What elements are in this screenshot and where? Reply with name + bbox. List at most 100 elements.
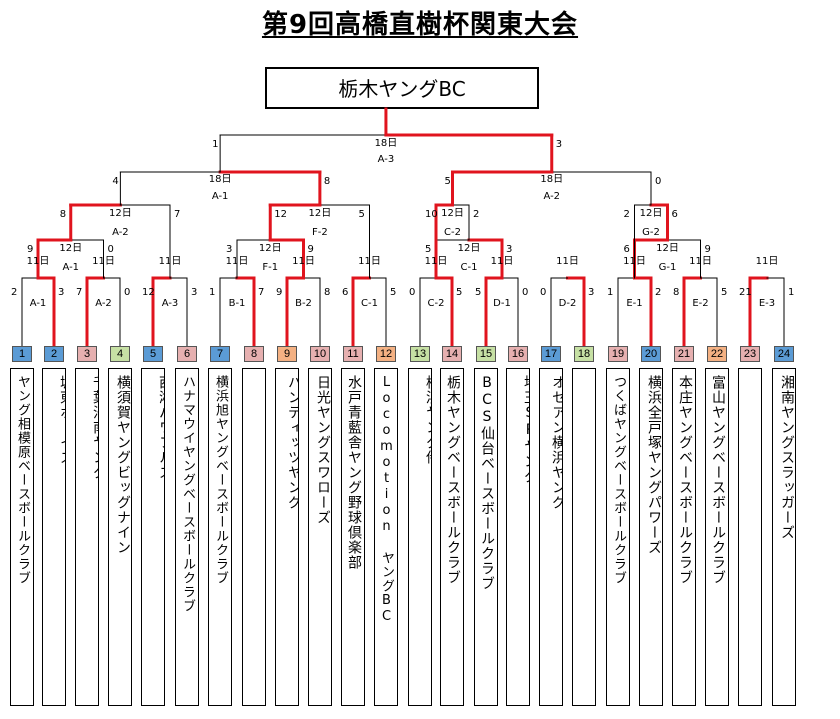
r2-date-1: 12日: [258, 243, 282, 254]
team-box: BCS仙台ベースボールクラブ: [474, 368, 498, 706]
r3-score-r-0: 7: [174, 209, 181, 220]
r2-score-r-2: 3: [506, 244, 513, 255]
r4-score-l-1: 5: [444, 176, 451, 187]
r1-score-l-4: 9: [276, 287, 283, 298]
r1-date-5: 11日: [358, 256, 381, 267]
r2-date-0: 12日: [59, 243, 83, 254]
seed-number: 5: [143, 346, 163, 362]
r4-date-1: 18日: [540, 174, 564, 185]
seed-number: 8: [244, 346, 264, 362]
r3-id-1: F-2: [312, 227, 328, 238]
team-name: 城東ボーイズ: [58, 375, 66, 465]
r1-id-6: C-2: [427, 298, 445, 309]
team-name: 横浜旭ヤングベースボールクラブ: [213, 375, 228, 585]
r2-id-3: G-1: [658, 262, 677, 273]
r1-score-r-4: 8: [324, 287, 331, 298]
team-box: 西湘パワフルズ: [141, 368, 165, 706]
seed-number: 21: [674, 346, 694, 362]
r1-score-r-10: 5: [721, 287, 728, 298]
team-name: 横須賀ヤングビッグナイン: [115, 375, 131, 555]
r1-score-l-6: 0: [409, 287, 416, 298]
seed-number: 20: [641, 346, 661, 362]
seed-number: 12: [376, 346, 396, 362]
r1-score-r-0: 3: [58, 287, 65, 298]
r3-score-l-3: 2: [623, 209, 630, 220]
team-box: 横浜旭ヤングベースボールクラブ: [208, 368, 232, 706]
team-box: 水戸青藍舎ヤング野球倶楽部: [341, 368, 365, 706]
r2-date-3: 12日: [656, 243, 679, 254]
r4-score-r-1: 0: [655, 176, 662, 187]
r2-id-0: A-1: [62, 262, 80, 273]
seed-number: 10: [310, 346, 330, 362]
seed-number: 14: [442, 346, 462, 362]
seed-number: 19: [608, 346, 628, 362]
r1-date-4: 11日: [292, 256, 315, 267]
seed-number: 9: [277, 346, 297, 362]
team-box: 横浜全戸塚ヤングパワーズ: [639, 368, 663, 706]
team-box: 横須賀ヤングビッグナイン: [108, 368, 132, 706]
r3-date-3: 12日: [639, 208, 663, 219]
team-box: 本庄ヤングベースボールクラブ: [672, 368, 696, 706]
r1-score-r-9: 2: [655, 287, 662, 298]
r1-score-r-1: 0: [124, 287, 131, 298]
seed-number: 11: [343, 346, 363, 362]
final-date: 18日: [374, 138, 398, 149]
r1-score-l-10: 8: [673, 287, 680, 298]
r2-score-l-2: 5: [425, 244, 432, 255]
r1-score-l-3: 1: [209, 287, 216, 298]
team-name: 新潟ヤング: [573, 375, 595, 450]
seed-number: 7: [210, 346, 230, 362]
seed-number: 1: [12, 346, 32, 362]
r1-id-7: D-1: [493, 298, 511, 309]
r3-id-2: C-2: [444, 227, 461, 238]
champion-box: 栃木ヤングBC: [265, 67, 539, 109]
r4-score-l-0: 4: [112, 176, 119, 187]
seed-number: 15: [476, 346, 496, 362]
team-box: 栃木ヤングベースボールクラブ: [440, 368, 464, 706]
r1-id-9: E-1: [626, 298, 643, 309]
r1-date-11: 11日: [755, 256, 779, 267]
r2-id-1: F-1: [262, 262, 279, 273]
r3-date-2: 12日: [441, 208, 464, 219]
seed-number: 18: [574, 346, 594, 362]
r1-score-l-1: 7: [76, 287, 83, 298]
team-box: 新潟ヤング: [572, 368, 596, 706]
r3-id-3: G-2: [642, 227, 660, 238]
r3-date-1: 12日: [308, 208, 332, 219]
team-name: 春越ヤング: [739, 375, 761, 450]
r1-score-r-6: 5: [456, 287, 463, 298]
seed-number: 6: [177, 346, 197, 362]
r1-id-11: E-3: [758, 298, 776, 309]
r4-score-r-0: 8: [323, 176, 331, 187]
team-box: バンディッツヤング: [275, 368, 299, 706]
r1-date-8: 11日: [556, 256, 579, 267]
r1-id-8: D-2: [558, 298, 577, 309]
r1-id-0: A-1: [29, 298, 47, 309]
r3-score-l-1: 5: [358, 209, 365, 220]
r1-date-10: 11日: [689, 256, 712, 267]
team-box: 取手ヤング: [242, 368, 266, 706]
team-box: つくばヤングベースボールクラブ: [606, 368, 630, 706]
r1-date-0: 11日: [26, 256, 50, 267]
team-name: 日光ヤングスワローズ: [315, 375, 331, 525]
final-score-l: 1: [212, 139, 219, 150]
team-box: 日光ヤングスワローズ: [308, 368, 332, 706]
r1-date-7: 11日: [490, 256, 514, 267]
r1-score-r-3: 7: [258, 287, 265, 298]
seed-number: 13: [410, 346, 430, 362]
r1-date-3: 11日: [225, 256, 249, 267]
r1-date-6: 11日: [424, 256, 448, 267]
team-box: 千葉沼南ヤング: [75, 368, 99, 706]
seed-number: 17: [541, 346, 561, 362]
r3-score-l-0: 8: [59, 209, 67, 220]
r2-score-r-3: 9: [704, 244, 711, 255]
team-name: 取手ヤング: [243, 375, 265, 450]
team-box: ハナマウイヤングベースボールクラブ: [175, 368, 199, 706]
seed-number: 4: [110, 346, 130, 362]
final-id: A-3: [377, 154, 395, 165]
tournament-title-text: 第9回高橋直樹杯関東大会: [261, 10, 579, 40]
team-name: 横浜全戸塚ヤングパワーズ: [646, 375, 662, 555]
r3-score-r-2: 2: [473, 209, 480, 220]
team-box: オセアン横浜ヤング: [539, 368, 563, 706]
